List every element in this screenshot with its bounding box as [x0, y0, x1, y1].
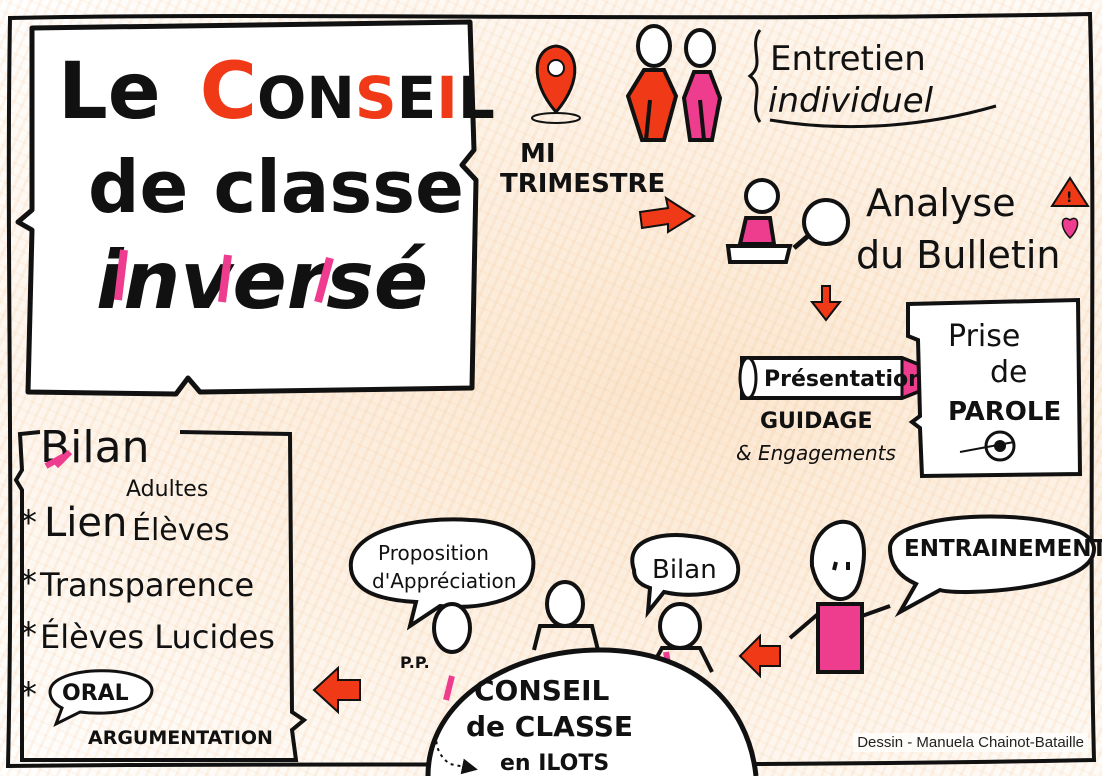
title-box: Le CONSEIL de classe inversé [15, 19, 495, 397]
conseil-ilots-line2: de CLASSE [466, 710, 633, 743]
title-conseil-e: E [397, 64, 437, 132]
conseil-ilots-line3: en ILOTS [500, 751, 609, 776]
bilan-eleves-lucides: Élèves Lucides [40, 618, 275, 656]
outer-frame [5, 11, 1097, 769]
bilan-lien: Lien [44, 500, 127, 546]
bilan-oral: ORAL [62, 681, 129, 706]
arrow-to-analyse [638, 195, 696, 234]
proposition-line2: d'Appréciation [372, 569, 516, 593]
reader-figure [725, 178, 793, 264]
prise-line1: Prise [948, 319, 1020, 354]
entretien-underline [769, 104, 997, 129]
arrow-to-bilan [312, 665, 361, 715]
target-icon [959, 430, 1016, 462]
title-conseil-i: I [436, 64, 458, 132]
presentation-group: Présentation GUIDAGE & Engagements [736, 355, 958, 465]
bilan-title-accent [44, 449, 73, 469]
title-line3: inversé [96, 234, 428, 327]
magnifier-icon [792, 198, 850, 250]
bilan-bubble-label: Bilan [652, 555, 717, 585]
svg-text:!: ! [1066, 190, 1072, 206]
title-conseil-s: S [355, 64, 397, 132]
bilan-star-4: * [20, 675, 37, 715]
prise-box [906, 297, 1083, 479]
credit-caption: Dessin - Manuela Chainot-Bataille [853, 733, 1088, 752]
dotted-arrow [435, 727, 478, 775]
location-pin-icon [531, 44, 581, 124]
speaker-figure [788, 519, 891, 674]
title-conseil-l: L [458, 64, 495, 132]
entretien-line2: individuel [768, 81, 934, 121]
proposition-bubble [348, 517, 536, 631]
prise-de-parole-group: Prise de PAROLE [906, 297, 1083, 479]
svg-text:Le CONSEIL: Le CONSEIL [58, 47, 495, 137]
title-line2: de classe [88, 145, 464, 229]
mi-trimestre-group: MI TRIMESTRE [500, 44, 696, 234]
prise-line2: de [990, 355, 1028, 390]
two-people-figure [625, 24, 723, 142]
presentation-label: Présentation [764, 367, 924, 392]
people-around-table [432, 580, 714, 673]
proposition-line1: Proposition [378, 541, 489, 565]
entretien-brace [747, 29, 762, 123]
analyse-line1: Analyse [866, 181, 1016, 225]
round-table [425, 647, 759, 776]
entrainement-label: ENTRAINEMENT [904, 536, 1102, 562]
analyse-group: Analyse du Bulletin ! [725, 176, 1090, 322]
conseil-ilots-line1: CONSEIL [474, 674, 609, 707]
bilan-star-2: * [20, 563, 37, 603]
pp-label: P.P. [400, 653, 430, 672]
entrainement-group: ENTRAINEMENT [738, 514, 1102, 679]
bilan-eleves: Élèves [132, 512, 230, 548]
title-conseil-c: C [200, 47, 257, 137]
bilan-star-3: * [20, 615, 37, 655]
bilan-adultes: Adultes [126, 477, 208, 502]
engagements-label: & Engagements [736, 441, 896, 465]
warning-icon: ! [1050, 176, 1090, 207]
guidage-label: GUIDAGE [760, 409, 872, 434]
bilan-transparence: Transparence [39, 566, 254, 604]
conseil-ilots-group: Proposition d'Appréciation Bilan P.P. CO… [312, 517, 759, 776]
title-conseil-n: N [306, 64, 355, 132]
analyse-line2: du Bulletin [856, 233, 1060, 277]
mi-trimestre-line1: MI [520, 139, 556, 169]
bilan-star-1: * [20, 503, 37, 543]
arrow-to-presentation [809, 285, 843, 322]
prise-line3: PAROLE [948, 397, 1061, 427]
mi-trimestre-line2: TRIMESTRE [500, 169, 665, 199]
entretien-group: Entretien individuel [625, 24, 997, 142]
entretien-line1: Entretien [770, 39, 926, 79]
title-box-border [15, 19, 479, 397]
title-conseil-o: O [257, 64, 306, 132]
arrow-to-conseil [738, 633, 781, 679]
title-pink-accents [114, 249, 334, 304]
table-pink-mark [443, 675, 455, 701]
title-le: Le [58, 47, 161, 137]
entrainement-bubble [887, 514, 1097, 618]
bilan-argumentation: ARGUMENTATION [88, 727, 273, 749]
oral-bubble [48, 669, 154, 728]
bilan-bubble [630, 533, 741, 619]
bilan-panel: Bilan * Lien Adultes Élèves * Transparen… [13, 422, 308, 762]
heart-icon [1061, 217, 1079, 240]
bilan-panel-border [13, 430, 308, 762]
